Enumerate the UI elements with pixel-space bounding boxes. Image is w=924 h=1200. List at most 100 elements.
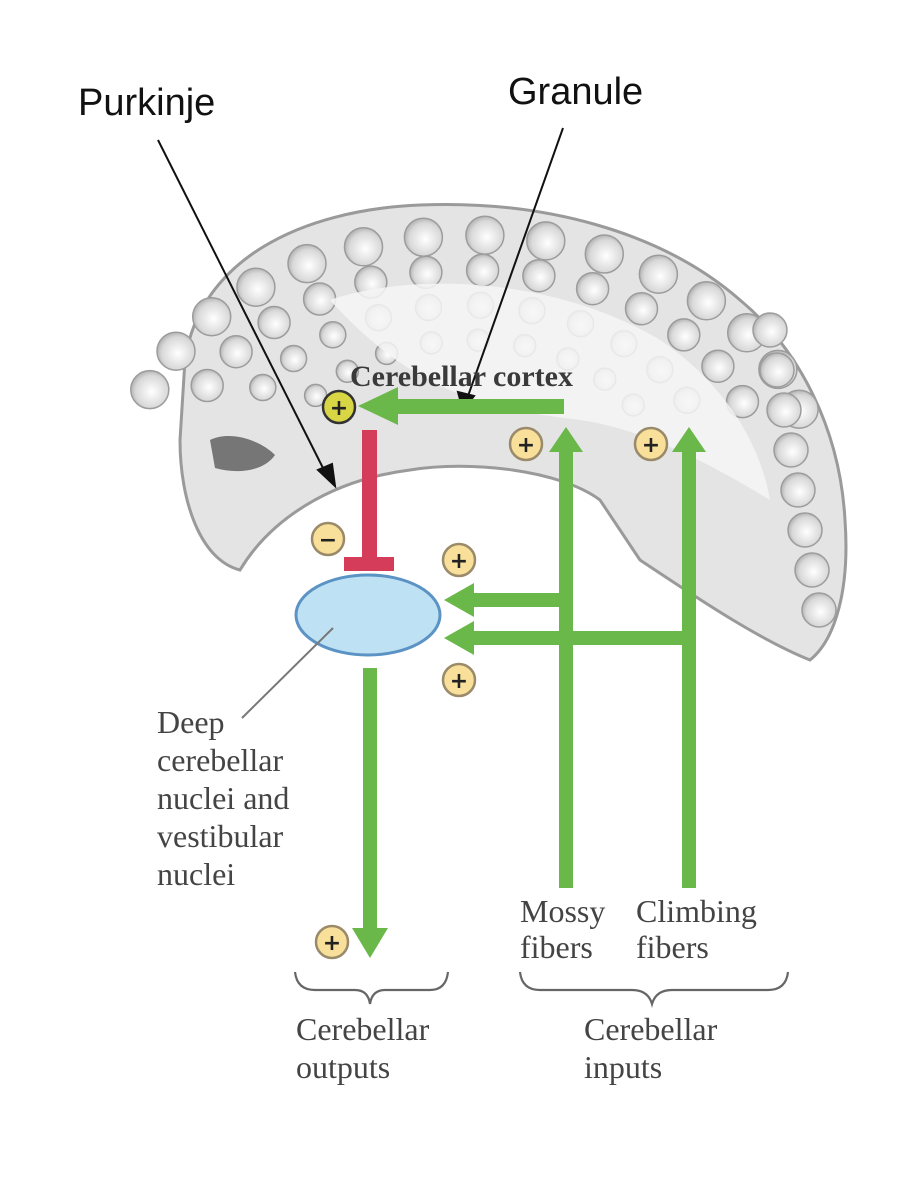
folium [701,349,735,383]
purkinje-axon [362,430,377,560]
folium [686,281,727,321]
deep-nuclei-line: nuclei [157,856,235,892]
climbing-fiber-arrowhead [672,427,706,452]
folium [584,234,625,274]
folium [526,221,566,261]
folium [794,552,830,588]
climbing-to-nuclei-shaft [470,631,696,645]
folium [759,352,795,388]
outputs-line: outputs [296,1049,390,1085]
mossy-fiber-shaft [559,444,573,888]
inputs-brace [518,971,790,1008]
folium [766,392,802,428]
deep-nucleus [294,573,442,657]
cerebellar-inputs-label: Cerebellar inputs [584,1011,725,1085]
folium [752,312,788,348]
purkinje-arrowhead [316,462,337,489]
parallel-fiber-arrowhead [358,387,398,425]
folium [773,432,809,468]
folium [465,215,505,255]
climbing-nuclei-plus-badge: + [441,662,477,698]
folium [319,321,347,349]
granule-callout: Granule [508,71,643,113]
folium [191,296,232,337]
sign-text: + [642,433,660,458]
folium [156,331,196,371]
outputs-line: Cerebellar [296,1011,430,1047]
output-arrowhead [352,928,388,958]
folium [522,258,556,293]
deep-nucleus-leader [241,627,334,719]
folium [403,217,444,257]
folium [219,334,253,369]
climbing-to-nuclei-arrowhead [444,621,474,655]
white-matter [330,283,770,500]
purkinje-pointer [157,139,326,473]
folium [279,344,308,373]
folium [257,305,291,340]
climbing-line: Climbing [636,893,757,929]
sign-text: + [330,396,348,421]
callout-pointers [157,127,564,489]
folium [667,318,701,352]
mossy-plus-badge: + [508,426,544,462]
cerebellar-outputs-label: Cerebellar outputs [296,1011,437,1085]
folium [638,254,679,294]
output-shaft [363,668,377,930]
excitatory-pathways [352,387,706,958]
dark-crevice [210,435,275,472]
inputs-line: Cerebellar [584,1011,718,1047]
braces [293,971,790,1008]
folium [302,282,337,316]
mossy-to-nuclei-arrowhead [444,583,474,617]
sign-text: + [450,669,468,694]
sign-text: + [450,549,468,574]
folium [801,592,837,628]
cortex-plus-badge: + [321,389,357,425]
deep-nuclei-line: Deep [157,704,225,740]
folium [130,369,170,410]
folium [343,227,384,267]
folium [725,384,760,419]
climbing-plus-badge: + [633,426,669,462]
folium [465,253,500,287]
folium [780,472,816,508]
purkinje-terminal-bar [344,557,394,571]
climbing-fibers-label: Climbing fibers [636,893,765,965]
mossy-to-nuclei-shaft [470,593,566,607]
folium [236,267,276,307]
cerebellar-cortex-label: Cerebellar cortex [350,360,573,393]
cerebellum-outline [178,203,848,662]
mossy-fibers-label: Mossy fibers [520,893,613,965]
purkinje-minus-badge: − [310,521,346,557]
deep-nuclei-line: vestibular [157,818,284,854]
folium [190,368,224,403]
inputs-line: inputs [584,1049,662,1085]
parallel-fiber-shaft [392,399,564,414]
folium [624,291,659,326]
granule-pointer [467,127,564,397]
folium [787,512,823,548]
mossy-line: fibers [520,929,593,965]
cerebellum-illustration [130,203,848,662]
purkinje-callout: Purkinje [78,82,215,124]
mossy-line: Mossy [520,893,605,929]
deep-nuclei-label: Deep cerebellar nuclei and vestibular nu… [157,704,297,892]
folium [575,271,610,306]
folium [335,359,360,384]
inhibitory-pathway [344,430,394,571]
sign-badges: + + + − + + + [310,389,669,960]
output-plus-badge: + [314,924,350,960]
folium [409,255,443,290]
outputs-brace [293,971,450,1005]
climbing-line: fibers [636,929,709,965]
folium [287,243,327,284]
mossy-fiber-arrowhead [549,427,583,452]
sign-text: − [319,528,337,553]
sign-text: + [517,433,535,458]
climbing-fiber-shaft [682,444,696,888]
deep-nuclei-line: cerebellar [157,742,283,778]
mossy-nuclei-plus-badge: + [441,542,477,578]
folium [249,373,277,402]
